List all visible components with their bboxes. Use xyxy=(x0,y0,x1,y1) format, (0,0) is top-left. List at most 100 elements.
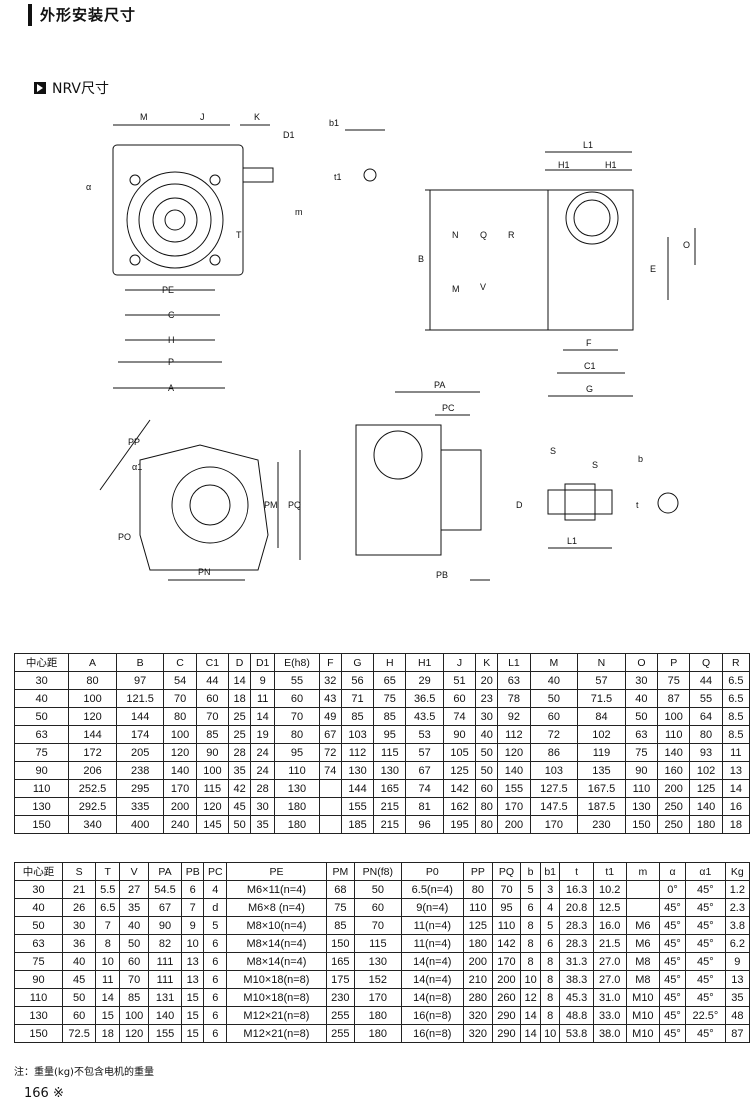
label-PO: PO xyxy=(118,532,131,542)
table-cell: 44 xyxy=(689,671,723,690)
table-cell: 50 xyxy=(475,761,499,780)
table-cell: 200 xyxy=(497,815,531,834)
table-cell: 6.5 xyxy=(721,671,751,690)
table-cell: 90 xyxy=(442,725,477,744)
table-cell: M6×8 (n=4) xyxy=(226,898,327,917)
table-cell: 165 xyxy=(325,952,356,971)
column-header: D1 xyxy=(250,653,276,672)
table-cell: 44 xyxy=(195,671,230,690)
label-m: m xyxy=(295,207,303,217)
table-cell: 40 xyxy=(624,689,659,708)
table-cell: 50 xyxy=(228,815,252,834)
column-header: B xyxy=(115,653,165,672)
table-cell: 70 xyxy=(119,970,149,989)
table-cell: 180 xyxy=(354,1006,402,1025)
table-cell: 102 xyxy=(577,725,626,744)
table-cell: 22.5° xyxy=(685,1006,726,1025)
table-cell: 60 xyxy=(475,779,499,798)
table-cell: 70 xyxy=(491,880,522,899)
table-cell: 400 xyxy=(115,815,165,834)
table-cell: M8×14(n=4) xyxy=(226,934,327,953)
label-PA: PA xyxy=(434,380,445,390)
table-cell: 87 xyxy=(724,1024,751,1043)
table-cell: 51 xyxy=(442,671,477,690)
column-header: P xyxy=(657,653,691,672)
table-cell: 45° xyxy=(658,898,687,917)
table-cell: 80 xyxy=(163,707,197,726)
table-cell: 45° xyxy=(685,970,726,989)
table-cell: 40 xyxy=(62,952,97,971)
table-cell: 75 xyxy=(13,952,64,971)
table-cell: 57 xyxy=(577,671,626,690)
table-cell: 85 xyxy=(119,988,149,1007)
table-cell: 38.0 xyxy=(592,1024,627,1043)
table-cell: 10 xyxy=(95,952,121,971)
table-cell: 180 xyxy=(463,934,493,953)
label-b: b xyxy=(638,454,643,464)
table-cell: 150 xyxy=(13,1024,64,1043)
label-B: B xyxy=(418,254,424,264)
label-S-left: S xyxy=(550,446,556,456)
table-cell: 71 xyxy=(340,689,375,708)
table-cell: 162 xyxy=(442,797,477,816)
table-cell: 14(n=4) xyxy=(400,970,465,989)
table-cell: 50 xyxy=(13,707,70,726)
table-cell: 72 xyxy=(318,743,342,762)
table-cell: 110 xyxy=(13,988,64,1007)
table-cell: 120 xyxy=(119,1024,149,1043)
table-cell: 30 xyxy=(250,797,276,816)
table-cell: 8 xyxy=(95,934,121,953)
label-D: D xyxy=(516,500,523,510)
table-cell: 14 xyxy=(95,988,121,1007)
label-L1-shaft: L1 xyxy=(567,536,577,546)
table-cell: 119 xyxy=(577,743,626,762)
column-header: b1 xyxy=(539,862,561,881)
table-cell: 45° xyxy=(658,1024,687,1043)
label-D1: D1 xyxy=(283,130,295,140)
table-cell: 20 xyxy=(475,671,499,690)
table-cell: 49 xyxy=(318,707,342,726)
table-cell: 45° xyxy=(658,934,687,953)
table-cell: 80 xyxy=(463,880,493,899)
table-cell: 144 xyxy=(340,779,375,798)
column-header: R xyxy=(721,653,751,672)
table-cell: 295 xyxy=(115,779,165,798)
table-cell: 19 xyxy=(250,725,276,744)
table-cell: 30 xyxy=(624,671,659,690)
table-cell: 6 xyxy=(203,952,228,971)
table-cell: 28.3 xyxy=(559,934,594,953)
table-cell: 14 xyxy=(520,1024,541,1043)
column-header: K xyxy=(475,653,499,672)
table-cell: 75 xyxy=(624,743,659,762)
table-cell: 252.5 xyxy=(68,779,117,798)
column-header: PB xyxy=(181,862,205,881)
column-header: D xyxy=(228,653,252,672)
table-cell: 27.0 xyxy=(592,952,627,971)
table-cell: 31.3 xyxy=(559,952,594,971)
table-cell: 80 xyxy=(689,725,723,744)
column-header: E(h8) xyxy=(274,653,320,672)
table-cell: 8.5 xyxy=(721,707,751,726)
table-cell: 10 xyxy=(181,934,205,953)
table-cell: 121.5 xyxy=(115,689,165,708)
table-cell: 14(n=4) xyxy=(400,952,465,971)
table-cell: 180 xyxy=(274,815,320,834)
table-cell: 50 xyxy=(119,934,149,953)
table-cell: 5.5 xyxy=(95,880,121,899)
column-header: C1 xyxy=(195,653,230,672)
table-cell: 238 xyxy=(115,761,165,780)
table-cell: d xyxy=(203,898,228,917)
table-cell: 1.2 xyxy=(724,880,751,899)
table-cell: 87 xyxy=(657,689,691,708)
table-cell: 103 xyxy=(340,725,375,744)
table-cell: 14 xyxy=(520,1006,541,1025)
table-cell: 130 xyxy=(13,797,70,816)
page-number: 166 ※ xyxy=(24,1086,64,1101)
table-cell: 74 xyxy=(318,761,342,780)
table-cell: 150 xyxy=(325,934,356,953)
table-cell: 120 xyxy=(195,797,230,816)
label-Q: Q xyxy=(480,230,487,240)
